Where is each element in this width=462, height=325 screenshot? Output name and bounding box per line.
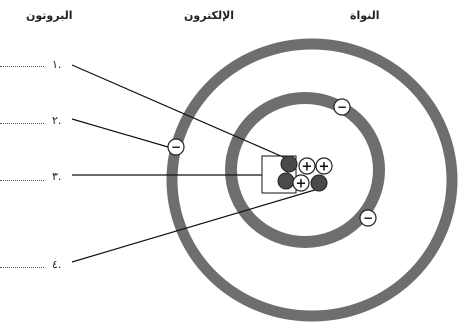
electron: − xyxy=(168,139,184,155)
electron: − xyxy=(360,210,376,226)
electron-sign: − xyxy=(337,100,347,114)
electron: − xyxy=(334,99,350,115)
proton-sign: + xyxy=(302,160,313,175)
neutron-particle xyxy=(311,175,327,191)
proton-sign: + xyxy=(296,177,307,192)
electron-sign: − xyxy=(363,211,373,225)
leader-line-2 xyxy=(72,119,168,147)
electron-sign: − xyxy=(171,140,181,154)
neutron-particle xyxy=(281,156,297,172)
proton-sign: + xyxy=(319,160,330,175)
neutron-particle xyxy=(278,173,294,189)
nucleus: + + + xyxy=(278,156,332,192)
